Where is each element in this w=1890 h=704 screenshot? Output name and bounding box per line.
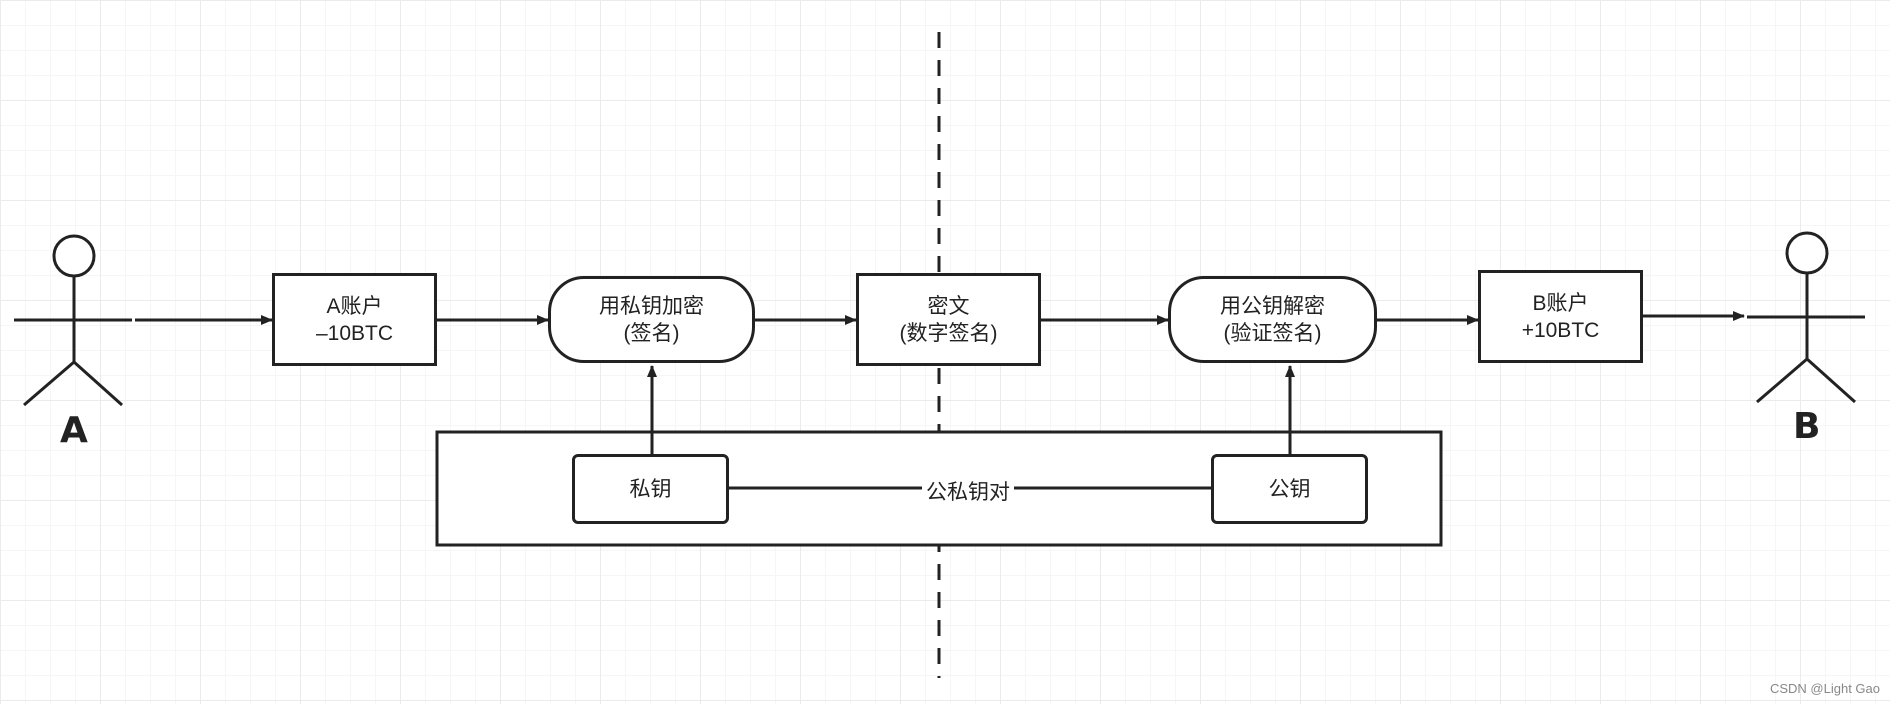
encrypt-node: 用私钥加密 (签名) — [548, 276, 755, 363]
ciphertext-node: 密文 (数字签名) — [856, 273, 1041, 366]
actor-b-figure — [1747, 231, 1865, 404]
ciphertext-label: 密文 — [927, 294, 970, 318]
account-a-node: A账户 –10BTC — [272, 273, 437, 366]
account-b-amount: +10BTC — [1521, 318, 1600, 342]
encrypt-label: 用私钥加密 — [599, 294, 704, 318]
account-b-label: B账户 — [1532, 291, 1589, 315]
actor-a-label: A — [60, 410, 88, 451]
actor-b-label: B — [1793, 406, 1821, 447]
private-key-node: 私钥 — [572, 454, 729, 524]
decrypt-label: 用公钥解密 — [1220, 294, 1325, 318]
decrypt-sublabel: (验证签名) — [1223, 321, 1322, 345]
encrypt-sublabel: (签名) — [623, 321, 680, 345]
private-key-label: 私钥 — [629, 477, 672, 501]
account-a-amount: –10BTC — [315, 321, 394, 345]
account-b-node: B账户 +10BTC — [1478, 270, 1643, 363]
decrypt-node: 用公钥解密 (验证签名) — [1168, 276, 1377, 363]
public-key-label: 公钥 — [1268, 477, 1311, 501]
public-key-node: 公钥 — [1211, 454, 1368, 524]
watermark: CSDN @Light Gao — [1769, 681, 1880, 696]
actor-a-figure — [14, 234, 132, 407]
ciphertext-sublabel: (数字签名) — [899, 321, 998, 345]
keypair-label: 公私钥对 — [922, 476, 1014, 506]
account-a-label: A账户 — [326, 294, 383, 318]
